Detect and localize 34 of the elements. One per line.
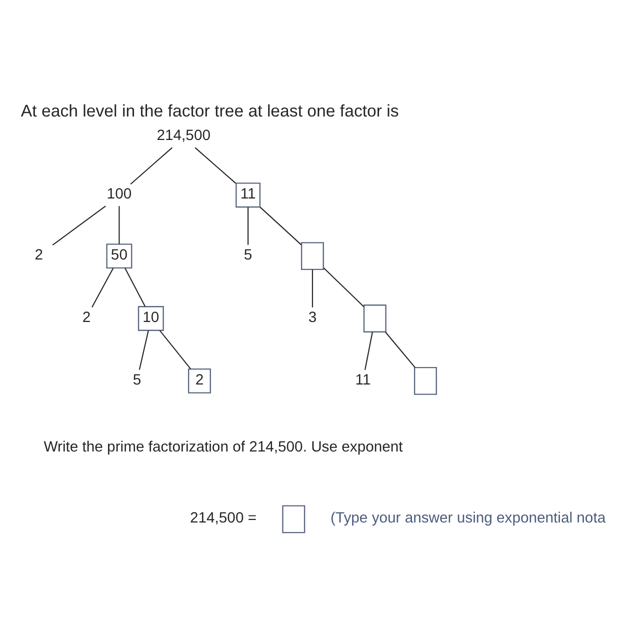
connector — [364, 331, 373, 370]
label: (Type your answer using exponential nota — [330, 510, 606, 526]
connector — [384, 331, 416, 368]
node-text: 5 — [132, 372, 142, 388]
node-text: 5 — [244, 247, 252, 264]
connector — [92, 267, 114, 308]
node-text: 2 — [82, 309, 91, 326]
connector — [130, 146, 172, 184]
node-text: 11 — [355, 372, 371, 388]
node-text: 3 — [308, 309, 317, 326]
connector — [159, 330, 192, 369]
connector — [323, 266, 364, 307]
connector — [124, 267, 146, 306]
diagram-title: At each level in the factor tree at least one factor is — [20, 100, 399, 120]
node-text: 2 — [34, 247, 44, 264]
node-text: 100 — [106, 186, 132, 202]
node-box — [363, 304, 386, 332]
node-box: 2 — [188, 368, 211, 393]
connector — [52, 205, 106, 245]
node-box — [300, 242, 324, 270]
connector — [138, 330, 149, 370]
node-box: 10 — [138, 306, 164, 330]
label: 214,500 = — [190, 510, 257, 526]
connector — [312, 269, 314, 307]
node-box — [414, 366, 437, 394]
label: Write the prime factorization of 214,500. Use exponent — [44, 438, 403, 455]
connector — [260, 206, 302, 245]
connector — [248, 206, 249, 244]
node-box: 11 — [236, 182, 261, 208]
connector — [118, 206, 120, 244]
node-text: 214,500 — [156, 128, 210, 144]
connector — [194, 146, 236, 184]
node-box: 50 — [106, 243, 132, 268]
node-box — [282, 504, 306, 533]
